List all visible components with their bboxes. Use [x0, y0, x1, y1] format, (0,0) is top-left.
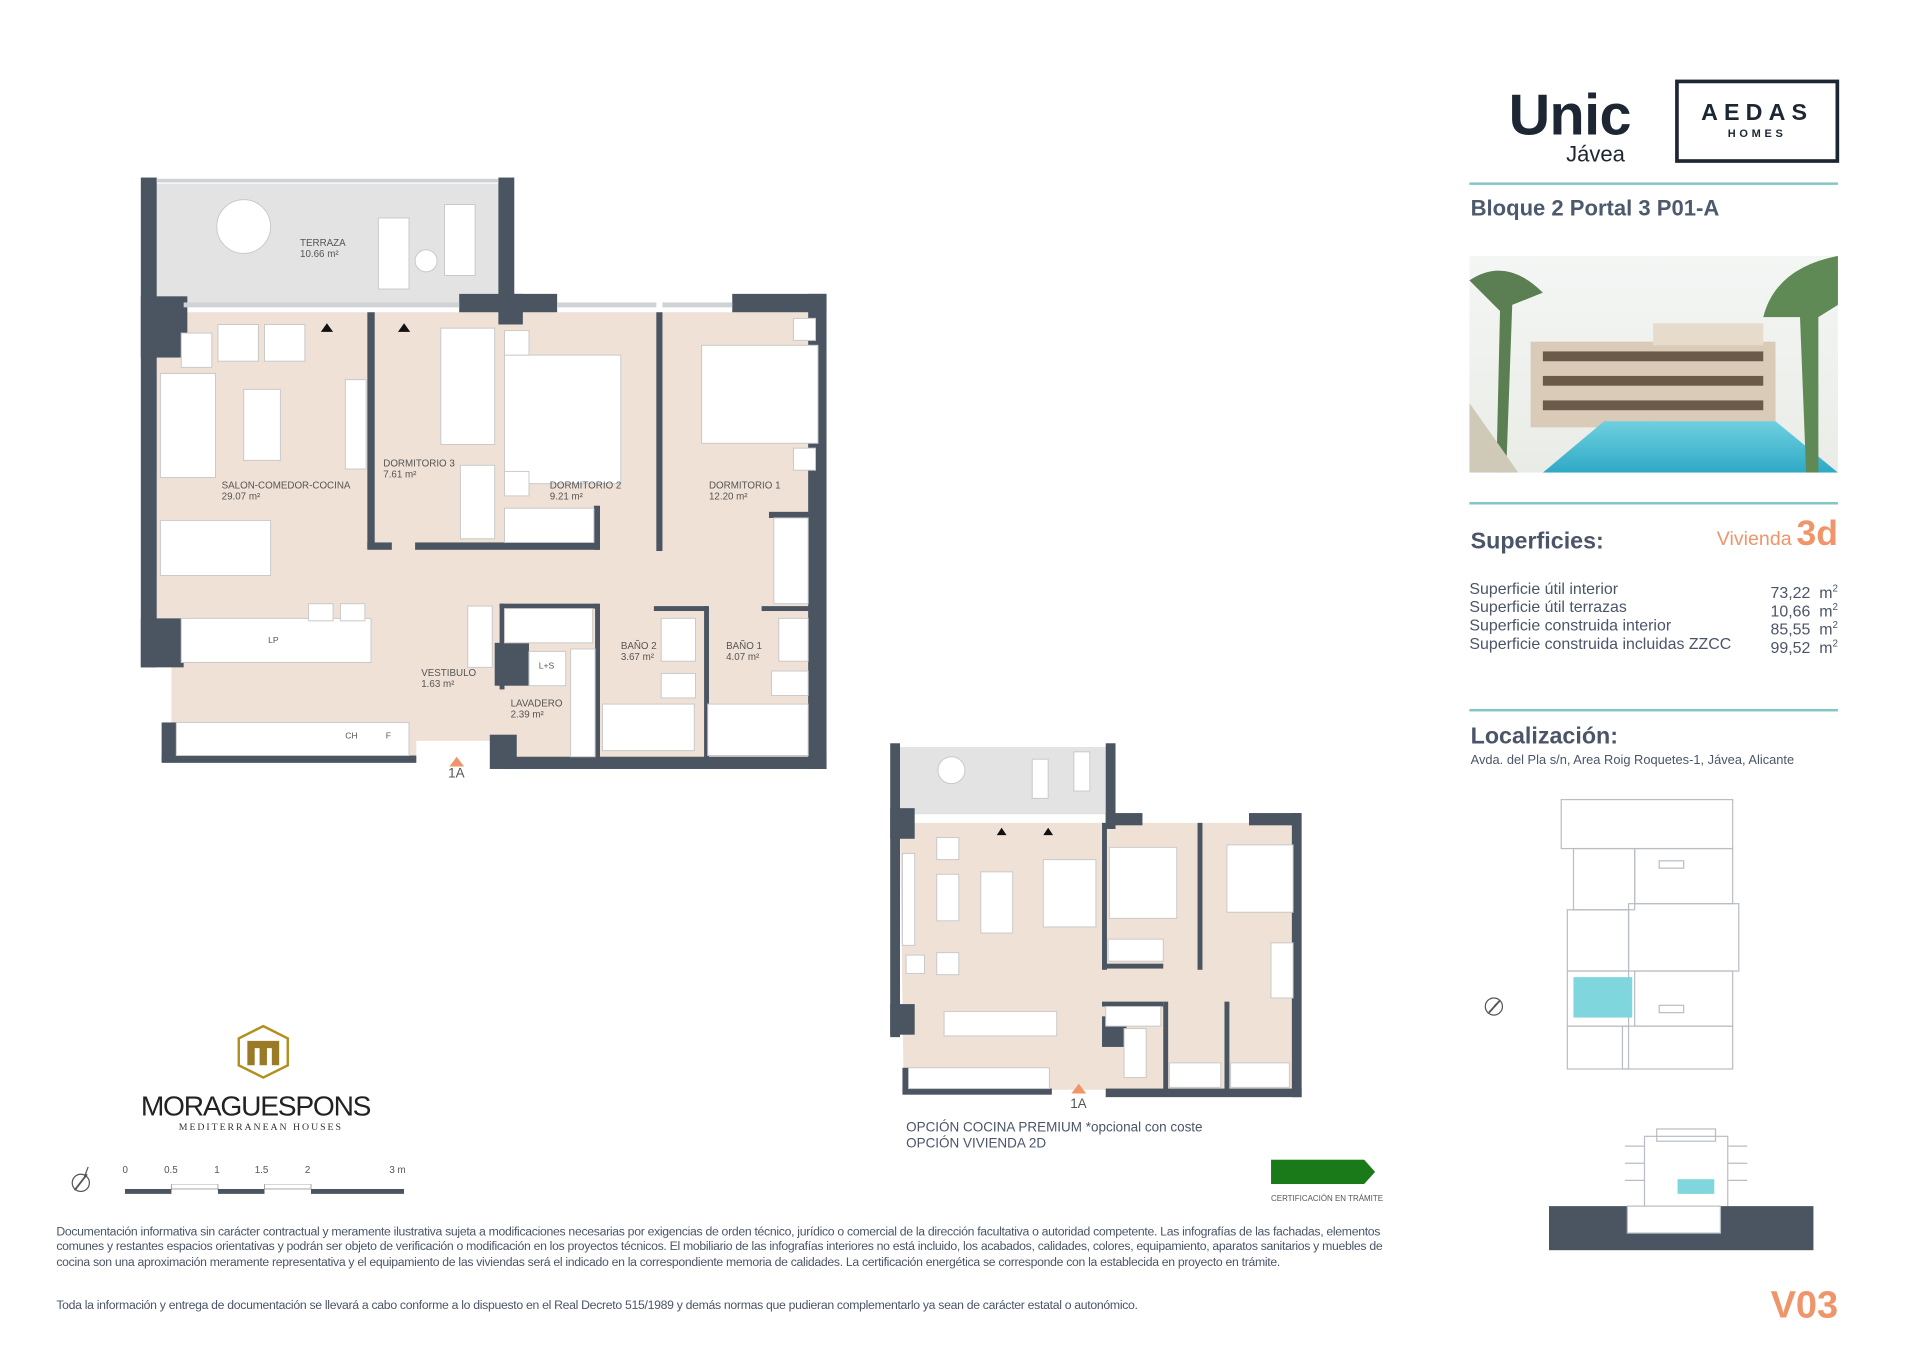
page-code: V03	[1770, 1283, 1839, 1327]
room-name: DORMITORIO 1	[709, 481, 781, 492]
moraguespons-logo-icon	[237, 1024, 289, 1079]
window-marker-icon	[320, 323, 411, 332]
brand-city: Jávea	[1566, 142, 1625, 167]
room-area: 12.20 m²	[709, 492, 748, 503]
unit-floor-highlight	[1677, 1179, 1715, 1194]
moraguespons-tagline: MEDITERRANEAN HOUSES	[178, 1121, 343, 1133]
area-row: Superficie construida incluidas ZZCC 99,5…	[1469, 634, 1838, 656]
scale-bar	[124, 1184, 405, 1194]
option-note: OPCIÓN COCINA PREMIUM *opcional con cost…	[906, 1120, 1203, 1136]
scale-tick: 2	[304, 1164, 311, 1176]
area-value: 99,52 m2	[1770, 637, 1838, 657]
unit-location-highlight	[1573, 977, 1633, 1018]
room-area: 1.63 m²	[421, 679, 455, 690]
room-name: SALON-COMEDOR-COCINA	[222, 481, 351, 492]
walls	[140, 177, 827, 769]
site-map	[1484, 798, 1740, 1070]
floor-plan: TERRAZA 10.66 m² SALON-COMEDOR-COCINA 29…	[140, 177, 827, 781]
scale-tick: 1	[214, 1164, 220, 1176]
superficies-heading: Superficies:	[1470, 528, 1604, 555]
divider	[1469, 182, 1838, 185]
furniture	[159, 199, 819, 758]
room-name: VESTIBULO	[421, 668, 476, 679]
brand-title: Unic	[1508, 82, 1632, 147]
room-area: 10.66 m²	[300, 249, 339, 260]
room-name: BAÑO 2	[621, 641, 657, 652]
aedas-logo-subtext: HOMES	[1727, 127, 1787, 140]
room-area: 4.07 m²	[726, 652, 760, 663]
room-area: 2.39 m²	[511, 710, 545, 721]
energy-certification-label: CERTIFICACIÓN EN TRÁMITE	[1271, 1195, 1384, 1204]
terrace-area	[156, 183, 499, 304]
area-value: 85,55 m2	[1770, 619, 1838, 639]
room-name: TERRAZA	[300, 238, 346, 249]
entrance-arrow-icon	[1071, 1083, 1087, 1094]
aedas-logo: AEDAS HOMES	[1675, 79, 1840, 163]
fixture-label: CH	[345, 730, 357, 740]
unit-type-label: Vivienda	[1716, 528, 1792, 550]
room-area: 3.67 m²	[621, 652, 655, 663]
scale-tick: 0	[122, 1164, 128, 1176]
room-name: DORMITORIO 3	[383, 459, 455, 470]
entrance-label: 1A	[1070, 1096, 1086, 1111]
legal-text: Toda la información y entrega de documen…	[56, 1299, 1138, 1313]
moraguespons-logo-text: MORAGUESPONS	[140, 1089, 372, 1122]
localizacion-heading: Localización:	[1470, 723, 1618, 750]
area-value: 10,66 m2	[1770, 601, 1838, 620]
disclaimer-text: Documentación informativa sin carácter c…	[56, 1225, 1383, 1270]
room-name: BAÑO 1	[726, 641, 762, 652]
north-arrow-icon	[71, 1166, 91, 1193]
building-render-image	[1469, 255, 1838, 473]
area-value: 73,22 m2	[1770, 582, 1838, 602]
entrance-label: 1A	[448, 766, 464, 781]
fixture-label: L+S	[539, 661, 555, 671]
option-notes: OPCIÓN COCINA PREMIUM *opcional con cost…	[906, 1120, 1202, 1151]
room-name: LAVADERO	[511, 699, 563, 710]
option-note: OPCIÓN VIVIENDA 2D	[906, 1135, 1047, 1151]
fixture-label: LP	[268, 635, 279, 645]
room-area: 9.21 m²	[550, 492, 584, 503]
area-row: Superficie útil terrazas 10,66 m2	[1469, 598, 1838, 620]
energy-rating-arrow	[1271, 1159, 1376, 1185]
scale-tick: 3 m	[389, 1164, 406, 1176]
unit-title: Bloque 2 Portal 3 P01-A	[1470, 195, 1720, 221]
scale-tick: 0.5	[164, 1164, 178, 1176]
area-label: Superficie útil terrazas	[1469, 597, 1627, 616]
area-row: Superficie construida interior 85,55 m2	[1469, 616, 1838, 638]
room-name: DORMITORIO 2	[550, 481, 622, 492]
room-area: 7.61 m²	[383, 470, 417, 481]
scale-tick: 1.5	[254, 1164, 269, 1176]
room-area: 29.07 m²	[222, 492, 261, 503]
area-row: Superficie útil interior 73,22 m2	[1469, 579, 1838, 601]
fixture-label: F	[386, 730, 391, 740]
entrance-arrow-icon	[449, 756, 465, 767]
area-label: Superficie útil interior	[1469, 579, 1619, 598]
option-floor-plan: 1A	[890, 743, 1302, 1111]
divider	[1469, 502, 1838, 505]
moraguespons-logo: MORAGUESPONS	[140, 1089, 372, 1123]
divider	[1469, 708, 1838, 712]
area-label: Superficie construida interior	[1469, 615, 1672, 635]
aedas-logo-text: AEDAS	[1701, 100, 1814, 127]
north-icon	[1484, 997, 1504, 1016]
building-elevation	[1548, 1128, 1814, 1251]
address: Avda. del Pla s/n, Area Roig Roquetes-1,…	[1470, 753, 1795, 768]
area-label: Superficie construida incluidas ZZCC	[1469, 634, 1732, 653]
unit-type-value: 3d	[1796, 514, 1838, 554]
